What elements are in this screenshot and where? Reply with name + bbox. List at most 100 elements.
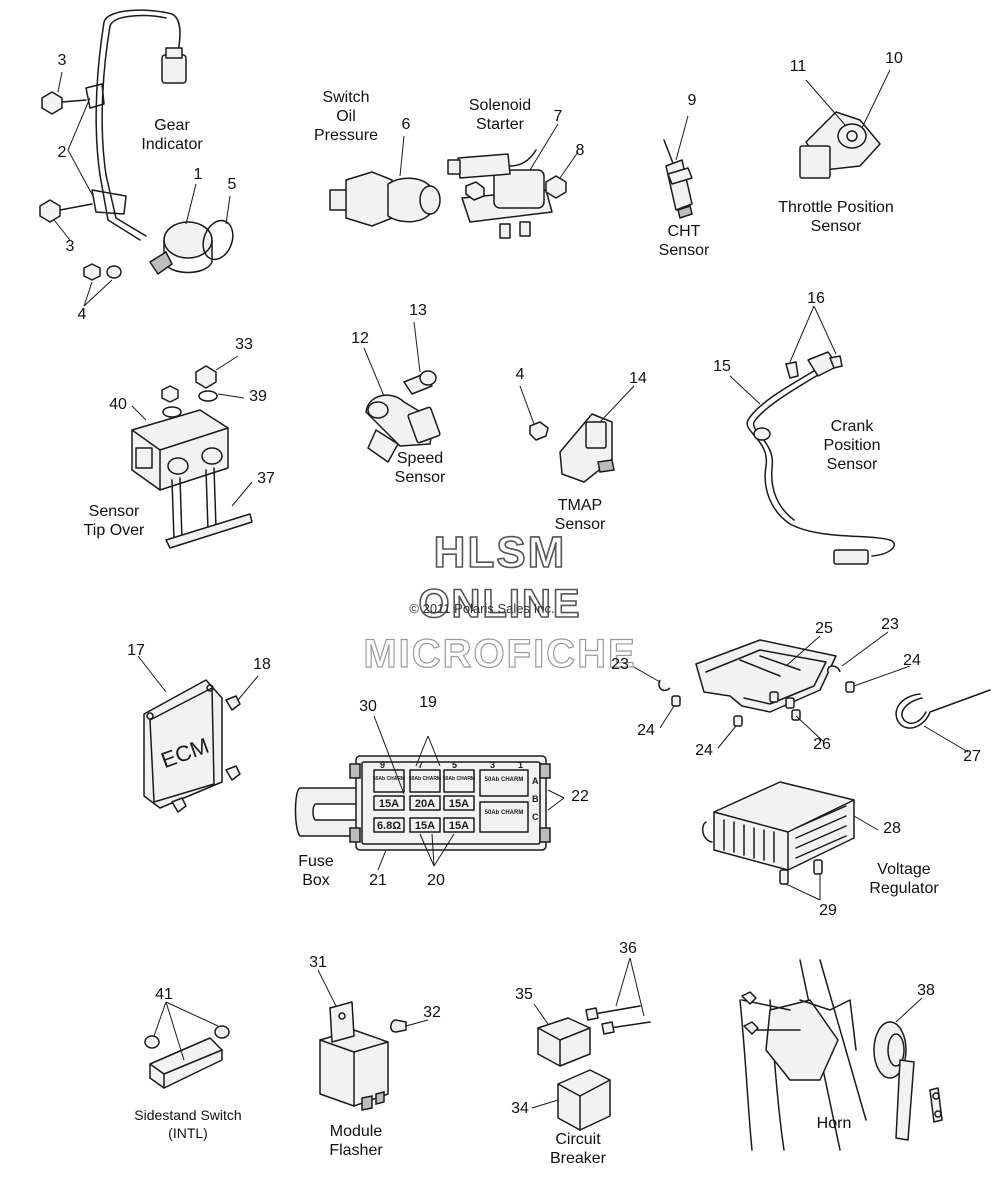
callout-12: 12 [351,330,369,347]
callout-9: 9 [687,92,697,109]
callout-3: 3 [57,52,67,69]
callout-17: 17 [127,642,145,659]
callout-24: 24 [695,742,713,759]
ecm-drawing: ECM [143,679,241,813]
label-line: Voltage [877,861,931,878]
row-letter: C [532,812,539,822]
relay-label: 50Ab CHARM [485,777,524,783]
callout-13: 13 [409,302,427,319]
label-line: Horn [816,1115,852,1132]
label-sensor-tip-over: Sensor Tip Over [84,502,145,540]
solenoid-starter-drawing [447,149,567,239]
label-line: Flasher [329,1142,383,1159]
label-line: TMAP [557,497,603,514]
callout-20: 20 [427,872,445,889]
callout-28: 28 [883,820,901,837]
pin-number: 3 [490,760,495,770]
label-fuse-box: Fuse Box [298,852,334,890]
label-line: Crank [830,418,874,435]
label-line: Throttle Position [778,199,894,216]
label-line: Switch [322,89,370,106]
relay-label: 50Ab CHARM [409,776,441,782]
callout-35: 35 [515,986,533,1003]
label-horn: Horn [817,1114,852,1133]
label-cht-sensor: CHT Sensor [659,222,710,260]
pin-number: 5 [452,760,457,770]
label-line: Module [329,1123,383,1140]
callout-38: 38 [917,982,935,999]
label-line: Sensor [826,456,878,473]
pin-number: 1 [518,760,523,770]
callout-30: 30 [359,698,377,715]
callout-18: 18 [253,656,271,673]
cable-tie-drawing [895,689,991,729]
label-line: Fuse [298,853,334,870]
label-line: Sensor [394,469,446,486]
row-letter: B [532,794,539,804]
callout-22: 22 [571,788,589,805]
callout-23: 23 [611,656,629,673]
watermark-line-2: ONLINE [418,581,582,627]
label-throttle-position-sensor: Throttle Position Sensor [778,198,894,236]
label-line: (INTL) [168,1125,208,1141]
callout-10: 10 [885,50,903,67]
label-line: Indicator [141,136,203,153]
gear-indicator-drawing [39,9,234,281]
label-module-flasher: Module Flasher [329,1122,382,1160]
label-line: Box [302,872,330,889]
label-line: Breaker [549,1150,607,1167]
callout-33: 33 [235,336,253,353]
label-gear-indicator: Gear Indicator [141,116,202,154]
callout-11: 11 [789,58,807,75]
label-line: Sensor [554,516,606,533]
label-line: Tip Over [83,522,145,539]
tip-over-sensor-drawing [131,365,253,549]
sidestand-switch-drawing [144,1025,230,1089]
fuse-label: 15A [379,798,399,810]
oil-pressure-switch-drawing [329,171,441,227]
callout-6: 6 [401,116,411,133]
callout-4: 4 [77,306,87,323]
tmap-sensor-drawing [529,413,615,483]
watermark-line-3: MICROFICHE [363,631,637,676]
throttle-position-sensor-drawing [799,111,881,179]
label-line: Sensor [810,218,862,235]
callout-26: 26 [813,736,831,753]
label-line: Sidestand Switch [134,1107,242,1123]
label-line: Position [823,437,881,454]
label-sidestand-switch: Sidestand Switch (INTL) [134,1106,241,1142]
label-circuit-breaker: Circuit Breaker [550,1130,606,1168]
label-line: Speed [396,450,444,467]
label-line: Pressure [313,127,379,144]
callout-16: 16 [807,290,825,307]
callout-29: 29 [819,902,837,919]
label-switch-oil-pressure: Switch Oil Pressure [314,88,378,145]
label-line: Sensor [658,242,710,259]
callout-3: 3 [65,238,75,255]
callout-2: 2 [57,144,67,161]
callout-31: 31 [309,954,327,971]
relay-label: 50Ab CHARM [373,776,405,782]
callout-4: 4 [515,366,525,383]
callout-41: 41 [155,986,173,1003]
watermark-line-1: HLSM [433,527,567,578]
relay-label: 50Ab CHARM [443,776,475,782]
label-speed-sensor: Speed Sensor [395,449,446,487]
fuse-label: 20A [415,798,435,810]
callout-40: 40 [109,396,127,413]
callout-39: 39 [249,388,267,405]
label-line: Oil [336,108,356,125]
label-line: Regulator [869,880,939,897]
mounting-bracket-drawing [658,639,855,727]
callout-14: 14 [629,370,647,387]
label-line: Solenoid [468,97,532,114]
speed-sensor-drawing [365,370,441,463]
callout-8: 8 [575,142,585,159]
callout-1: 1 [193,166,203,183]
label-line: Circuit [555,1131,601,1148]
cht-sensor-drawing [663,139,693,219]
callout-32: 32 [423,1004,441,1021]
callout-15: 15 [713,358,731,375]
callout-36: 36 [619,940,637,957]
